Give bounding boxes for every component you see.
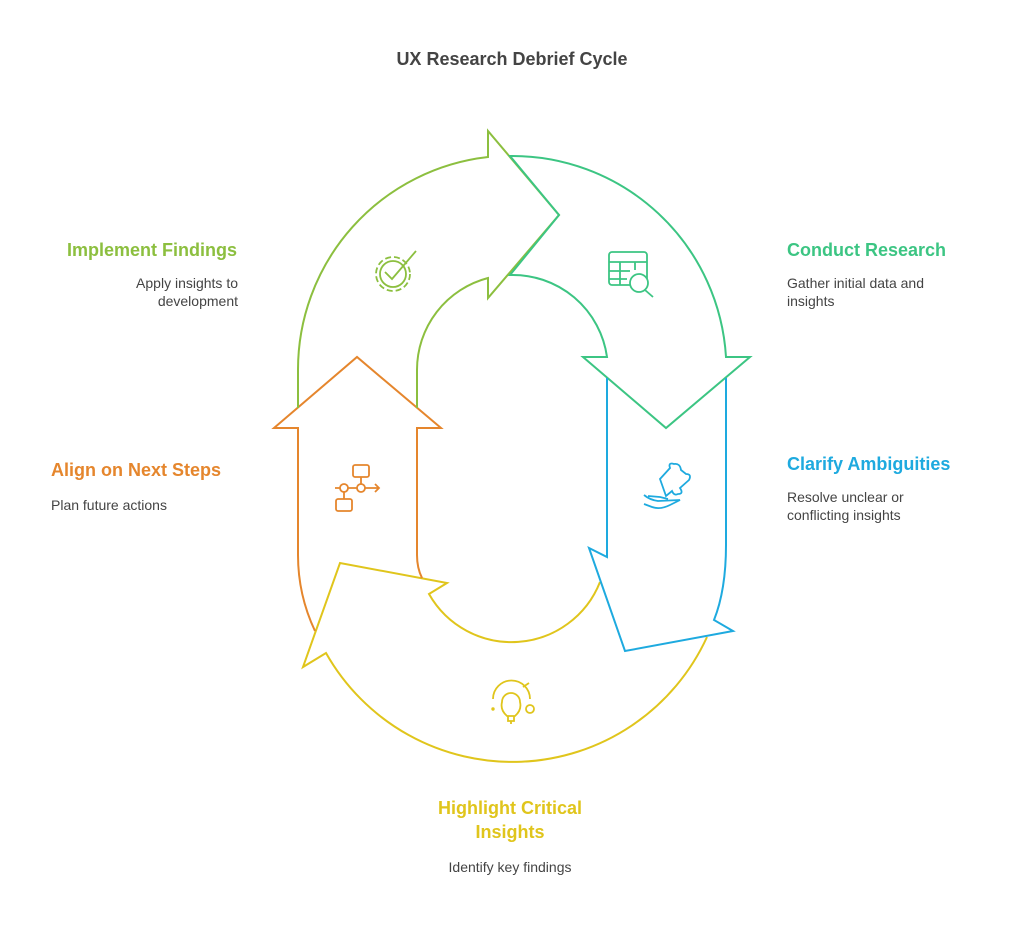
- desc-line: development: [157, 293, 238, 309]
- clarify-arrow: [587, 378, 736, 653]
- implement-findings-desc: Apply insights to development: [40, 274, 238, 310]
- desc-line: Gather initial data and: [787, 275, 924, 291]
- highlight-arrow: [301, 561, 708, 763]
- clarify-ambiguities-title: Clarify Ambiguities: [787, 454, 951, 474]
- diagram-title: UX Research Debrief Cycle: [396, 49, 628, 69]
- implement-findings-title: Implement Findings: [66, 240, 237, 260]
- highlight-insights-title: Highlight Critical Insights: [360, 796, 660, 844]
- title-line: Highlight Critical: [438, 798, 582, 818]
- conduct-research-desc: Gather initial data and insights: [787, 274, 924, 310]
- flowchart-icon: [335, 464, 381, 512]
- align-next-steps-title: Align on Next Steps: [51, 460, 222, 480]
- desc-line: conflicting insights: [787, 507, 901, 523]
- desc-line: Resolve unclear or: [787, 489, 904, 505]
- desc-line: insights: [787, 293, 835, 309]
- gear-check-icon: [375, 250, 417, 292]
- lightbulb-icon: [491, 679, 535, 724]
- title-line: Insights: [475, 822, 545, 842]
- align-arrow: [271, 355, 444, 632]
- conduct-arrow: [507, 154, 753, 430]
- highlight-insights-desc: Identify key findings: [448, 859, 572, 875]
- clarify-ambiguities-desc: Resolve unclear or conflicting insights: [787, 488, 904, 524]
- desc-line: Apply insights to: [136, 275, 238, 291]
- conduct-research-title: Conduct Research: [787, 240, 947, 260]
- implement-arrow: [296, 128, 561, 408]
- table-search-icon: [608, 251, 654, 298]
- puzzle-hand-icon: [643, 462, 691, 510]
- align-next-steps-desc: Plan future actions: [51, 497, 167, 513]
